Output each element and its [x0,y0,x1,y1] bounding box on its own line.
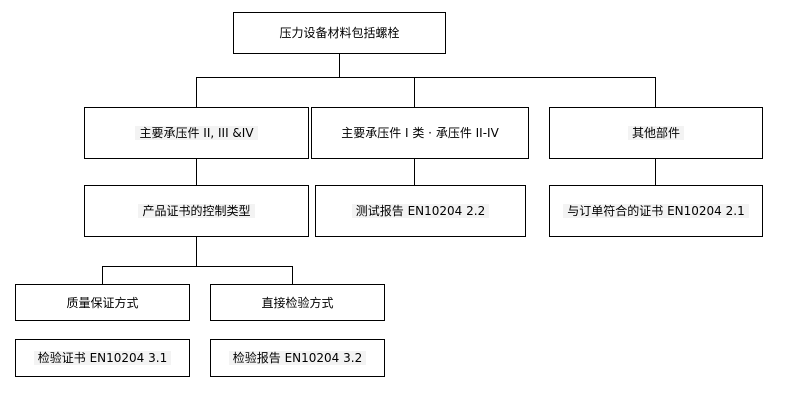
direct-inspection-label: 直接检验方式 [261,295,334,310]
main-pressure-label: 主要承压件 II, III &IV [135,126,258,140]
test-report-label: 测试报告 EN10204 2.2 [351,204,490,218]
conformity-cert-label: 与订单符合的证书 EN10204 2.1 [563,204,749,218]
main-pressure-node: 主要承压件 II, III &IV [84,107,309,159]
other-parts-node: 其他部件 [549,107,763,159]
inspection-report-label: 检验报告 EN10204 3.2 [228,351,367,365]
inspection-report-node: 检验报告 EN10204 3.2 [210,339,385,377]
quality-assurance-node: 质量保证方式 [15,284,190,321]
control-type-label: 产品证书的控制类型 [138,204,255,218]
category-one-label: 主要承压件 I 类 · 承压件 II-IV [341,126,499,140]
other-parts-label: 其他部件 [627,126,684,140]
control-type-node: 产品证书的控制类型 [84,185,309,237]
test-report-node: 测试报告 EN10204 2.2 [315,185,526,237]
root-node-label: 压力设备材料包括螺栓 [279,26,400,40]
direct-inspection-node: 直接检验方式 [210,284,385,321]
inspection-cert-node: 检验证书 EN10204 3.1 [15,339,190,377]
category-one-node: 主要承压件 I 类 · 承压件 II-IV [311,107,529,159]
conformity-cert-node: 与订单符合的证书 EN10204 2.1 [549,185,763,237]
root-node: 压力设备材料包括螺栓 [233,12,446,54]
quality-assurance-label: 质量保证方式 [66,295,139,310]
inspection-cert-label: 检验证书 EN10204 3.1 [33,351,172,365]
